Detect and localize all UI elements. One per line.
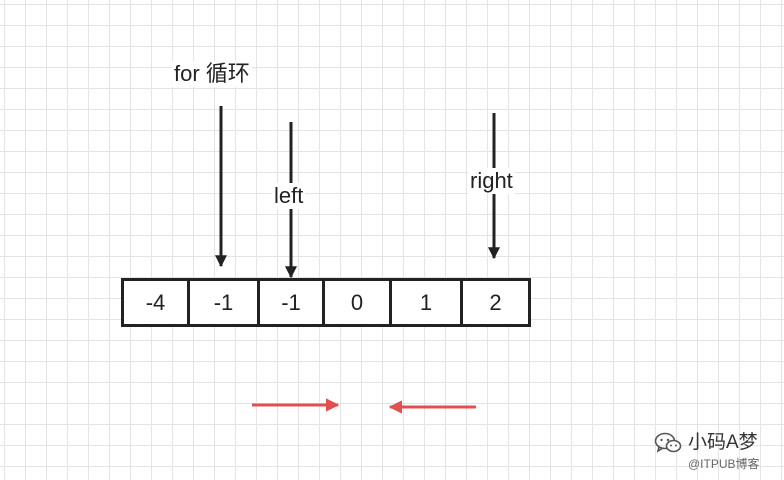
array-cell-1: -1: [190, 281, 260, 324]
for-loop-label: for 循环: [172, 61, 252, 87]
array-cell-5: 2: [489, 289, 502, 315]
left-pointer-label: left: [272, 183, 306, 209]
right-pointer-label: right: [468, 168, 515, 194]
watermark: 小码A梦 @ITPUB博客: [654, 432, 780, 476]
number-array: -4 -1 -1 0 1 2: [121, 278, 531, 327]
array-cell-2: -1: [260, 281, 325, 324]
watermark-source: @ITPUB博客: [688, 457, 760, 471]
wechat-icon: [654, 432, 682, 453]
watermark-name: 小码A梦: [688, 432, 758, 453]
array-cell-4: 1: [392, 281, 463, 324]
array-cell-0: -4: [124, 281, 190, 324]
array-cell-3: 0: [325, 281, 392, 324]
